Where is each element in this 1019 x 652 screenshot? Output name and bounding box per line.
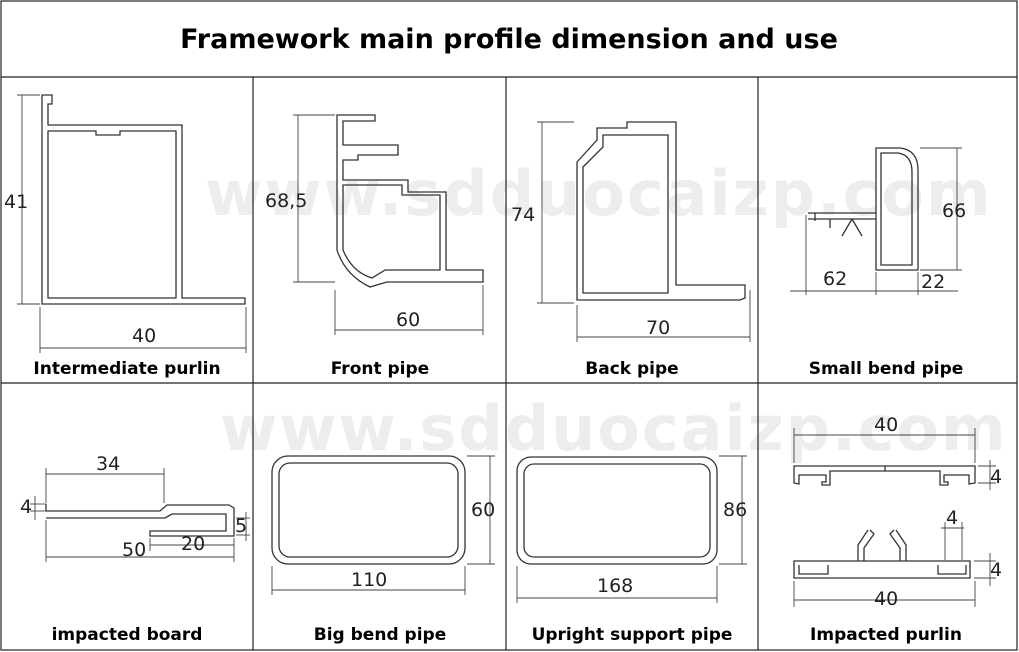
dim-thickness: 4 bbox=[20, 496, 32, 518]
impacted-board-drawing bbox=[30, 468, 250, 562]
caption-impacted-board: impacted board bbox=[52, 625, 203, 645]
caption-small-bend-pipe: Small bend pipe bbox=[809, 359, 964, 379]
dim-height: 74 bbox=[511, 204, 535, 226]
caption-intermediate-purlin: Intermediate purlin bbox=[33, 359, 220, 379]
dim-left: 62 bbox=[823, 268, 847, 290]
dim-slot-width: 4 bbox=[946, 507, 958, 529]
dim-total-width: 50 bbox=[122, 539, 146, 561]
intermediate-purlin-drawing bbox=[17, 94, 247, 353]
dim-height: 86 bbox=[723, 499, 747, 521]
dim-bottom-height: 4 bbox=[990, 559, 1002, 581]
dim-width: 60 bbox=[396, 309, 420, 331]
caption-back-pipe: Back pipe bbox=[585, 359, 678, 379]
caption-impacted-purlin: Impacted purlin bbox=[810, 625, 962, 645]
front-pipe-drawing bbox=[293, 114, 484, 335]
upright-support-pipe-drawing bbox=[516, 455, 747, 603]
dim-height: 60 bbox=[471, 499, 495, 521]
watermark-top: www.sdduocaizp.com bbox=[205, 157, 993, 230]
dim-height: 68,5 bbox=[265, 190, 307, 212]
dim-top-width: 34 bbox=[96, 453, 120, 475]
caption-front-pipe: Front pipe bbox=[331, 359, 429, 379]
dim-width: 40 bbox=[132, 325, 156, 347]
small-bend-pipe-drawing bbox=[790, 147, 962, 295]
dim-right: 22 bbox=[921, 271, 945, 293]
dim-top-width: 40 bbox=[874, 414, 898, 436]
back-pipe-drawing bbox=[537, 121, 751, 342]
impacted-purlin-drawing bbox=[793, 428, 996, 607]
big-bend-pipe-drawing bbox=[271, 455, 495, 595]
dim-height: 66 bbox=[942, 200, 966, 222]
dim-width: 70 bbox=[646, 317, 670, 339]
dim-lip-height: 5 bbox=[235, 515, 247, 537]
dim-width: 168 bbox=[597, 575, 633, 597]
dim-bottom-width: 40 bbox=[874, 588, 898, 610]
caption-upright-support-pipe: Upright support pipe bbox=[532, 625, 733, 645]
dim-lip-width: 20 bbox=[181, 533, 205, 555]
caption-big-bend-pipe: Big bend pipe bbox=[314, 625, 446, 645]
watermark-bottom: www.sdduocaizp.com bbox=[220, 392, 1008, 465]
dim-width: 110 bbox=[351, 569, 387, 591]
page-title: Framework main profile dimension and use bbox=[180, 24, 838, 55]
dim-height: 41 bbox=[4, 191, 28, 213]
dim-top-height: 4 bbox=[990, 466, 1002, 488]
